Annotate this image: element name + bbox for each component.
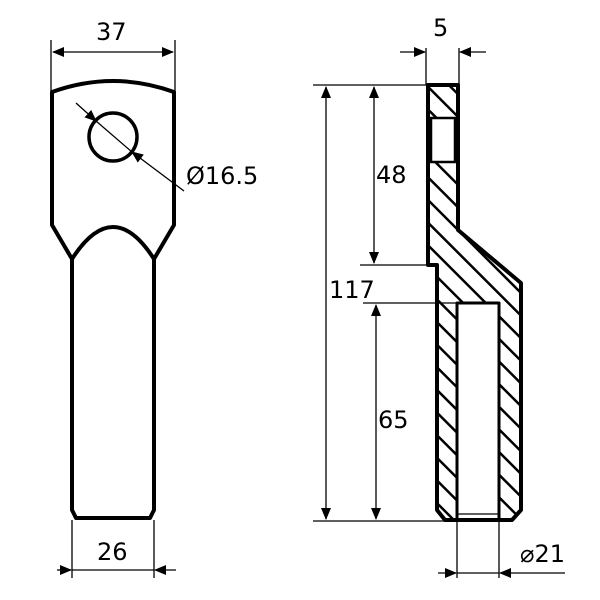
- hole-dim-through: [95, 120, 133, 153]
- section-outline: [426, 83, 523, 522]
- width-top-label: 37: [96, 18, 127, 46]
- lug-outline-front: [50, 79, 176, 520]
- mounting-hole: [87, 111, 139, 163]
- thickness-label: 5: [433, 14, 448, 42]
- palm-length-label: 48: [376, 161, 407, 189]
- section-view: 5 117 48 65 ⌀21: [313, 14, 565, 578]
- hole-dim-leader: [75, 102, 97, 122]
- barrel-arc: [70, 225, 156, 261]
- barrel-bore: [455, 301, 501, 520]
- total-length-label: 117: [329, 276, 375, 304]
- inner-diameter-label: ⌀21: [520, 540, 565, 568]
- hole-dim-line: [131, 151, 185, 192]
- front-view: Ø16.5 37 26: [50, 18, 258, 578]
- width-barrel-label: 26: [97, 538, 128, 566]
- hole-diameter-label: Ø16.5: [186, 162, 258, 190]
- hole-window: [429, 116, 457, 164]
- barrel-depth-label: 65: [378, 406, 409, 434]
